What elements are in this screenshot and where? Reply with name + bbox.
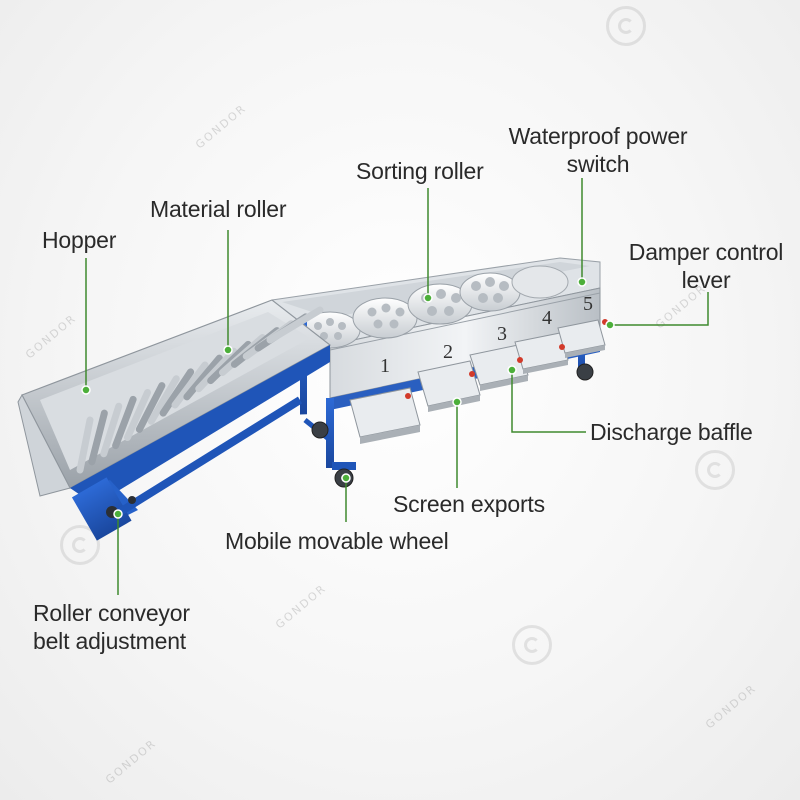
conveyor-roller xyxy=(135,382,166,433)
label-sorting-roller: Sorting roller xyxy=(356,158,484,184)
label-hopper: Hopper xyxy=(42,227,117,253)
leader-discharge-baffle xyxy=(511,370,586,433)
outlet-number: 4 xyxy=(542,307,552,329)
label-damper-control-lever: Damper control lever xyxy=(620,238,792,294)
conveyor-roller xyxy=(195,347,238,393)
leader-damper-lever xyxy=(610,292,709,326)
outlet-number: 5 xyxy=(583,293,593,315)
conveyor-roller xyxy=(183,354,223,401)
label-roller-conveyor-belt-adjustment: Roller conveyor belt adjustment xyxy=(33,599,190,655)
label-screen-exports: Screen exports xyxy=(393,491,545,517)
label-line: Roller conveyor xyxy=(33,600,190,626)
conveyor-roller xyxy=(124,389,151,441)
label-mobile-movable-wheel: Mobile movable wheel xyxy=(225,528,449,554)
label-line: lever xyxy=(681,267,731,293)
label-line: belt adjustment xyxy=(33,628,186,654)
label-discharge-baffle: Discharge baffle xyxy=(590,419,753,445)
label-material-roller: Material roller xyxy=(150,196,287,222)
conveyor-roller xyxy=(147,375,180,425)
watermark-logo xyxy=(606,6,646,46)
outlet-numbers: 1 2 3 4 5 xyxy=(380,293,593,377)
watermark-logo xyxy=(695,450,735,490)
watermark-logo xyxy=(60,525,100,565)
conveyor-roller xyxy=(88,409,108,466)
label-waterproof-power-switch: Waterproof power switch xyxy=(498,122,698,178)
conveyor-roller xyxy=(100,402,123,458)
leader-dots xyxy=(81,277,615,519)
conveyor-roller xyxy=(266,306,324,344)
watermark-logo xyxy=(512,625,552,665)
leader-lines xyxy=(85,178,709,595)
outlet-number: 1 xyxy=(380,355,390,377)
conveyor-roller xyxy=(159,368,195,417)
conveyor-roller xyxy=(171,361,209,409)
conveyor-roller xyxy=(76,416,94,474)
hopper-conveyor xyxy=(17,299,332,541)
outlet-number: 3 xyxy=(497,323,507,345)
label-line: Damper control xyxy=(628,239,784,265)
conveyor-roller xyxy=(112,395,137,450)
outlet-number: 2 xyxy=(443,341,453,363)
label-line: switch xyxy=(566,151,630,177)
label-line: Waterproof power xyxy=(508,123,688,149)
